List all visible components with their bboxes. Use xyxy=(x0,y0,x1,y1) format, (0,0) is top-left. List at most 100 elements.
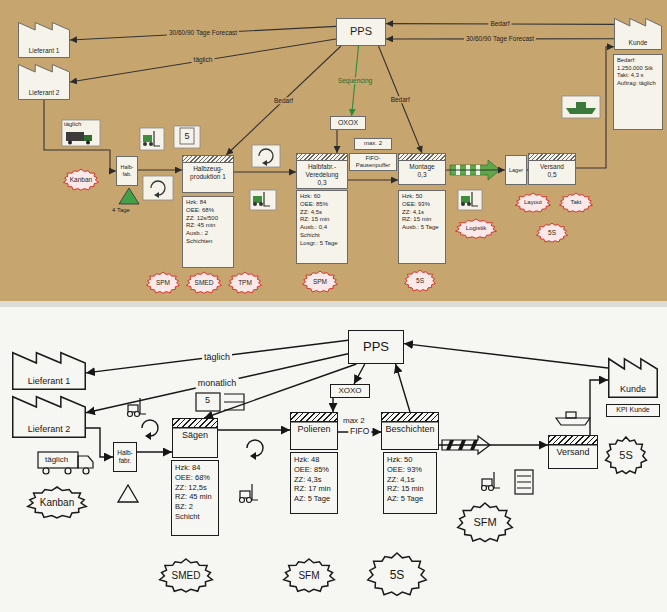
forklift-icon xyxy=(472,192,478,206)
factory-box: Lieferant 1 xyxy=(12,352,86,390)
forklift-wheel xyxy=(461,202,465,206)
pull-circle-icon xyxy=(262,160,267,166)
info-card: KPI Kunde xyxy=(606,404,660,417)
node-text: TPM xyxy=(238,279,252,287)
forklift-sketch xyxy=(494,472,500,488)
node-text: OEE: 85% xyxy=(300,201,328,209)
node-text: 0,3 xyxy=(417,171,426,179)
kaizen-burst: SMED xyxy=(185,271,223,295)
forklift-wheel xyxy=(482,486,487,491)
node-text: Bedarf: 1.250.000 Stk xyxy=(617,57,659,72)
node-text: Lieferant 2 xyxy=(28,424,71,435)
kaizen-burst: SPM xyxy=(301,270,339,294)
burst-outline xyxy=(404,270,435,291)
factory-outline xyxy=(609,359,658,398)
forklift-sketch xyxy=(482,479,492,486)
node-text: Lager xyxy=(509,167,523,174)
edge-label: Bedarf xyxy=(488,20,511,27)
flow-arrow xyxy=(336,130,337,153)
flow-arrow xyxy=(234,171,296,172)
kaizen-burst: SPM xyxy=(145,271,181,295)
node-text: Polieren xyxy=(297,424,330,435)
node-text: RZ: 45 min xyxy=(186,222,215,230)
flow-arrow xyxy=(332,398,333,412)
factory-outline xyxy=(19,65,70,100)
pull-circle-sketch xyxy=(250,452,256,460)
info-card: XOXO xyxy=(330,384,370,398)
flow-arrow xyxy=(86,428,113,457)
node-text: SFM xyxy=(473,516,496,529)
icon-card xyxy=(143,176,173,200)
forklift-sketch xyxy=(252,484,258,500)
data-box: Hzk: 50OEE: 93%ZZ: 4,1sRZ: 15 minAZ: 5 T… xyxy=(383,452,437,514)
info-card: Halb-fab. xyxy=(116,156,138,186)
node-text: RZ: 17 min xyxy=(294,484,331,494)
edge-label: 30/60/90 Tage Forecast xyxy=(464,35,536,42)
data-box: Hzk: 84OEE: 68%ZZ: 12,5sRZ: 45 minBZ: 2 … xyxy=(171,460,219,536)
sketch-paper xyxy=(0,307,667,612)
node-text: SPM xyxy=(313,278,327,286)
edge-label: täglich xyxy=(192,57,215,64)
kaizen-burst: TPM xyxy=(227,271,263,295)
info-card: Lager xyxy=(505,155,527,185)
node-text: RZ: 15 min xyxy=(300,216,329,224)
info-card: max. 2 xyxy=(354,138,392,150)
flow-arrow xyxy=(348,179,398,180)
node-text: Hzk: 50 xyxy=(387,455,412,465)
truck-wheel xyxy=(68,141,72,145)
control-box: PPS xyxy=(348,330,404,364)
process-box: Halbzeug-produktion 1 xyxy=(182,155,234,193)
node-text: ZZ: 4,5s xyxy=(300,209,322,217)
icon-card xyxy=(62,120,100,146)
kaizen-burst: SMED xyxy=(158,558,214,594)
node-text: Hzk: 48 xyxy=(294,455,319,465)
flow-arrow xyxy=(70,39,336,82)
node-text: Takt xyxy=(570,199,581,206)
kaizen-burst: 5S xyxy=(604,436,648,476)
kaizen-burst: SFM xyxy=(456,502,514,544)
edge-label: Sequencing xyxy=(336,77,374,84)
factory-box: Lieferant 1 xyxy=(18,22,70,58)
node-text: PPS xyxy=(350,25,372,38)
burst-outline xyxy=(536,223,567,242)
edge-label: Bedarf xyxy=(389,96,412,103)
pull-circle-icon xyxy=(154,192,159,198)
burst-outline xyxy=(228,272,261,293)
node-text: 0,5 xyxy=(547,171,556,179)
node-text: XOXO xyxy=(338,386,361,396)
edge-label: 30/60/90 Tage Forecast xyxy=(167,29,239,36)
node-text: OEE: 85% xyxy=(294,465,329,475)
flow-arrow xyxy=(396,364,410,412)
burst-outline xyxy=(559,193,592,212)
ship-sketch xyxy=(566,412,576,418)
node-text: Kanban xyxy=(40,497,74,509)
icon-card xyxy=(458,190,482,210)
node-text: Losgr.: 5 Tage xyxy=(300,240,338,248)
flow-arrow xyxy=(86,340,348,373)
process-box: Sägen xyxy=(172,418,218,458)
signal-kanban-sketch xyxy=(196,393,220,411)
node-text: RZ: 45 min xyxy=(175,492,212,502)
icon-card xyxy=(140,128,164,150)
node-text: Hzk: 60 xyxy=(300,193,320,201)
node-text: Beschichten xyxy=(385,424,434,435)
node-text: ZZ: 4,1s xyxy=(402,209,424,217)
node-text: Hzk: 50 xyxy=(402,193,422,201)
edge-label: FIFO xyxy=(348,427,371,437)
node-text: SMED xyxy=(172,570,201,582)
kaizen-burst: SFM xyxy=(282,558,336,594)
kaizen-burst: Kanban xyxy=(62,168,100,192)
forklift-wheel xyxy=(253,202,257,206)
forklift-sketch xyxy=(128,405,138,412)
info-card: FIFO-Pausenpuffer xyxy=(349,153,397,171)
inventory-card-sketch xyxy=(517,476,531,488)
ship-sketch xyxy=(556,418,590,425)
truck-wheel xyxy=(83,468,89,474)
truck-wheel xyxy=(86,141,90,145)
free-label: max 2 xyxy=(343,416,365,425)
process-box: Beschichten xyxy=(381,412,438,450)
free-label: täglich xyxy=(45,455,68,464)
data-box: Hzk: 60OEE: 85%ZZ: 4,5sRZ: 15 minAusb.: … xyxy=(296,190,348,264)
node-text: Lieferant 2 xyxy=(29,89,60,97)
